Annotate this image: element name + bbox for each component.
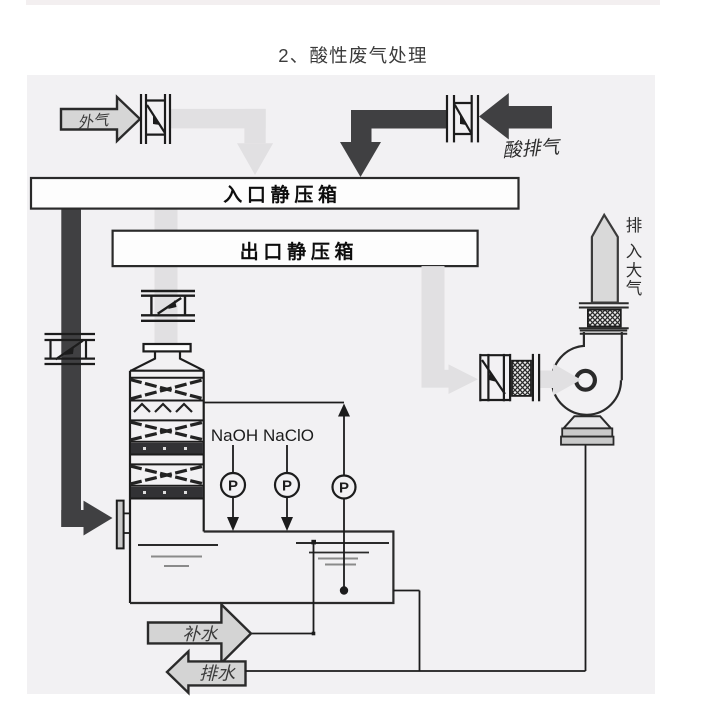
svg-text:排水: 排水 bbox=[199, 664, 236, 684]
svg-text:大: 大 bbox=[626, 261, 643, 280]
svg-text:P: P bbox=[339, 480, 349, 497]
svg-text:P: P bbox=[228, 478, 238, 495]
svg-text:NaClO: NaClO bbox=[263, 426, 314, 445]
svg-text:出口静压箱: 出口静压箱 bbox=[240, 240, 359, 263]
svg-text:排: 排 bbox=[626, 216, 643, 235]
svg-text:酸排气: 酸排气 bbox=[502, 137, 563, 162]
svg-text:P: P bbox=[282, 478, 292, 495]
svg-text:2、酸性废气处理: 2、酸性废气处理 bbox=[278, 45, 427, 66]
svg-text:外气: 外气 bbox=[77, 111, 112, 132]
svg-text:入口静压箱: 入口静压箱 bbox=[223, 183, 342, 206]
svg-text:NaOH: NaOH bbox=[211, 426, 258, 445]
svg-text:气: 气 bbox=[626, 279, 643, 298]
svg-text:入: 入 bbox=[626, 243, 643, 261]
svg-text:补水: 补水 bbox=[183, 624, 219, 644]
